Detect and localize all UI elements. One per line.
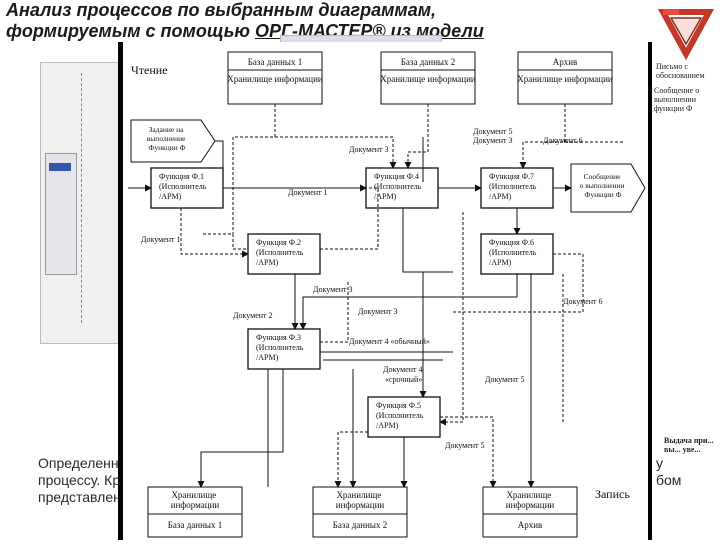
label-doc6-right: Документ 6: [563, 297, 603, 306]
title-line-1: Анализ процессов по выбранным диаграммам…: [6, 0, 437, 20]
label-doc4-urgent-1: Документ 4: [383, 365, 423, 374]
side-note-top: Письмо с обоснованием: [656, 62, 705, 80]
top-storage-3-label: Хранилище информации: [517, 74, 613, 84]
function-f6: Функция Ф.6 (Исполнитель /АРМ): [480, 233, 554, 275]
label-doc4-normal: Документ 4 «обычный»: [349, 337, 430, 346]
label-doc1-left: Документ 1: [141, 235, 181, 244]
function-f4-exec: (Исполнитель: [374, 182, 422, 191]
body-text-line2-end: бом: [656, 472, 682, 488]
label-doc2: Документ 2: [233, 311, 273, 320]
function-f7: Функция Ф.7 (Исполнитель /АРМ): [480, 167, 554, 209]
label-doc5-top: Документ 5: [473, 127, 513, 136]
side-note-mid: Сообщение о выполнении функции Ф: [654, 86, 700, 113]
top-storage-3: Архив Хранилище информации: [517, 51, 613, 105]
function-f1-name: Функция Ф.1: [159, 172, 204, 181]
function-f3-arm: /АРМ): [256, 353, 279, 362]
function-f7-arm: /АРМ): [489, 192, 512, 201]
function-f1: Функция Ф.1 (Исполнитель /АРМ): [150, 167, 224, 209]
function-f6-arm: /АРМ): [489, 258, 512, 267]
bottom-storage-3: Хранилище информации Архив: [482, 486, 578, 538]
function-f4-arm: /АРМ): [374, 192, 397, 201]
top-storage-1: База данных 1 Хранилище информации: [227, 51, 323, 105]
function-f5-arm: /АРМ): [376, 421, 399, 430]
label-doc3-mid: Документ 3: [313, 285, 353, 294]
doc-connectors: [440, 253, 584, 488]
bottom-storage-1: Хранилище информации База данных 1: [147, 486, 243, 538]
function-f1-arm: /АРМ): [159, 192, 182, 201]
top-storage-3-db: Архив: [553, 57, 578, 67]
body-text-line1-end: у: [656, 455, 663, 471]
top-storage-1-db: База данных 1: [248, 57, 302, 67]
read-connectors: [180, 104, 623, 488]
process-diagram-panel: Чтение Запись База данных 1 Хранилище ин…: [118, 42, 652, 540]
label-doc5-right: Документ 5: [485, 375, 525, 384]
top-storage-2-db: База данных 2: [401, 57, 455, 67]
process-diagram: Чтение Запись База данных 1 Хранилище ин…: [128, 51, 646, 538]
function-f3: Функция Ф.3 (Исполнитель /АРМ): [247, 328, 321, 370]
body-text-line1-start: Определенн: [38, 455, 119, 471]
top-storage-1-label: Хранилище информации: [227, 74, 323, 84]
label-doc3-top: Документ 3: [473, 136, 513, 145]
title-line-2-text: формируемым с помощью: [6, 21, 255, 41]
top-storage-2: База данных 2 Хранилище информации: [380, 51, 476, 105]
label-doc4-urgent-2: «срочный»: [385, 375, 422, 384]
function-f7-exec: (Исполнитель: [489, 182, 537, 191]
bottom-storage-2-db: База данных 2: [333, 520, 387, 530]
label-doc3-low: Документ 3: [358, 307, 398, 316]
input-event: Задание на выполнение Функции Ф: [130, 119, 216, 163]
label-doc1-mid: Документ 1: [288, 188, 328, 197]
penrose-triangle-logo: [657, 4, 715, 62]
function-f4-name: Функция Ф.4: [374, 172, 419, 181]
bottom-storage-3-label: Хранилище информации: [506, 490, 555, 510]
function-f2-arm: /АРМ): [256, 258, 279, 267]
body-text-line2-start: процессу. Кр: [38, 472, 121, 488]
output-event: Сообщение о выполнении Функции Ф: [570, 163, 646, 213]
label-doc6-top: Документ 6: [543, 136, 583, 145]
input-event-label: Задание на выполнение Функции Ф: [147, 125, 188, 152]
function-f2-exec: (Исполнитель: [256, 248, 304, 257]
function-f7-name: Функция Ф.7: [489, 172, 534, 181]
bottom-storage-2-label: Хранилище информации: [336, 490, 385, 510]
function-f1-exec: (Исполнитель: [159, 182, 207, 191]
function-f6-name: Функция Ф.6: [489, 238, 534, 247]
function-f5: Функция Ф.5 (Исполнитель /АРМ): [367, 396, 441, 438]
output-event-label: Сообщение о выполнении Функции Ф: [580, 172, 627, 199]
read-label: Чтение: [131, 63, 168, 77]
bottom-storage-1-db: База данных 1: [168, 520, 222, 530]
body-text-line3: представлен: [38, 489, 121, 505]
function-f2-name: Функция Ф.2: [256, 238, 301, 247]
function-f5-exec: (Исполнитель: [376, 411, 424, 420]
side-note-bottom: Выдача при... вы... уве...: [664, 436, 714, 454]
bottom-storage-2: Хранилище информации База данных 2: [312, 486, 408, 538]
bottom-storage-3-db: Архив: [518, 520, 543, 530]
label-doc3-left: Документ 3: [349, 145, 389, 154]
label-doc5-bottom: Документ 5: [445, 441, 485, 450]
function-f3-exec: (Исполнитель: [256, 343, 304, 352]
write-label: Запись: [595, 487, 630, 501]
background-screenshot-left: [40, 62, 120, 344]
function-f6-exec: (Исполнитель: [489, 248, 537, 257]
function-f5-name: Функция Ф.5: [376, 401, 421, 410]
bottom-storage-1-label: Хранилище информации: [171, 490, 220, 510]
flow-connectors: [128, 137, 572, 488]
function-f2: Функция Ф.2 (Исполнитель /АРМ): [247, 233, 321, 275]
top-storage-2-label: Хранилище информации: [380, 74, 476, 84]
function-f3-name: Функция Ф.3: [256, 333, 301, 342]
